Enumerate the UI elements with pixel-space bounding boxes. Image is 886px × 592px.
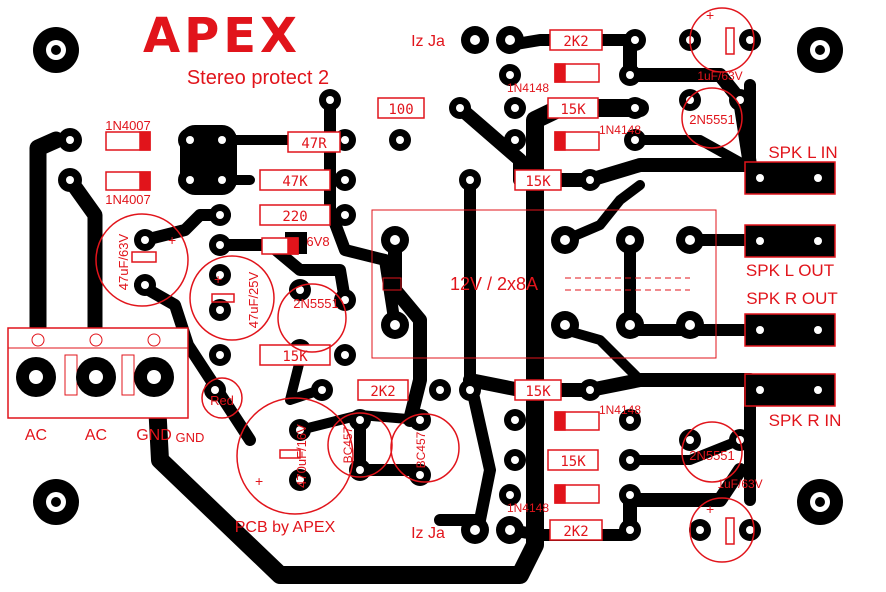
terminal-gnd-mirror: GND <box>176 430 205 445</box>
speaker-connectors <box>744 161 836 407</box>
part-label-q4: BC457 <box>341 426 355 463</box>
part-label-c3: 470uF/16V <box>294 424 309 488</box>
part-label-c1: 47uF/63V <box>116 233 131 290</box>
relay-label: 12V / 2x8A <box>450 274 538 294</box>
part-label-d1: 1N4007 <box>105 118 151 133</box>
terminal-gnd: GND <box>136 427 172 444</box>
spk-r-out: SPK R OUT <box>746 289 838 308</box>
part-label-q5: BC457 <box>414 431 428 468</box>
mounting-holes <box>33 27 843 525</box>
part-label-r220: 220 <box>282 209 307 225</box>
spk-l-in: SPK L IN <box>768 143 837 162</box>
part-label-r15k_c: 15K <box>525 384 551 400</box>
part-label-d2: 1N4007 <box>105 192 151 207</box>
mirror-bot-label: Iz Ja <box>411 525 445 542</box>
part-label-q2: 2N5551 <box>689 112 735 127</box>
part-label-d4148_d: 1N4148 <box>507 501 549 515</box>
part-label-c2: 47uF/25V <box>246 271 261 328</box>
resistors <box>259 29 603 541</box>
part-label-r15k_b: 15K <box>525 174 551 190</box>
part-label-r2k2b: 2K2 <box>370 384 395 400</box>
labels: Stereo protect 2 PCB by APEX 12V / 2x8A … <box>25 33 841 542</box>
spk-r-in: SPK R IN <box>769 411 842 430</box>
mirror-top-label: Iz Ja <box>411 33 445 50</box>
svg-text:+: + <box>214 271 222 287</box>
part-label-logo: APEX <box>143 8 301 64</box>
part-label-r2k2c: 2K2 <box>563 524 588 540</box>
diodes <box>105 63 600 504</box>
apex-logo: APEX <box>143 8 301 64</box>
part-label-r15k_left: 15K <box>282 349 308 365</box>
part-label-r47k: 47K <box>282 174 308 190</box>
part-label-r15k_a: 15K <box>560 102 586 118</box>
svg-text:+: + <box>168 232 176 248</box>
svg-text:+: + <box>706 7 714 23</box>
part-label-r2k2a: 2K2 <box>563 34 588 50</box>
svg-text:+: + <box>255 473 263 489</box>
component-outlines <box>95 7 755 563</box>
spk-l-out: SPK L OUT <box>746 261 834 280</box>
polarity-marks: + + + + + <box>168 7 714 517</box>
part-label-zener: 6V8 <box>306 234 329 249</box>
pcb-label: PCB by APEX <box>235 519 336 536</box>
part-label-r100: 100 <box>388 102 413 118</box>
part-label-c5: 1uF/63V <box>717 477 762 491</box>
screw-terminal <box>7 327 189 419</box>
terminal-ac-left: AC <box>25 427 47 444</box>
part-label-r15k_d: 15K <box>560 454 586 470</box>
part-label-led: Red <box>210 393 234 408</box>
part-label-d4148_b: 1N4148 <box>599 123 641 137</box>
part-label-c4: 1uF/63V <box>697 69 742 83</box>
svg-text:+: + <box>706 501 714 517</box>
part-label-q1: 2N5551 <box>293 296 339 311</box>
terminal-ac-mid: AC <box>85 427 107 444</box>
part-label-d4148_a: 1N4148 <box>507 81 549 95</box>
part-label-q3: 2N5551 <box>689 448 735 463</box>
relay-outline <box>371 209 717 359</box>
part-label-r47: 47R <box>301 136 327 152</box>
part-label-d4148_c: 1N4148 <box>599 403 641 417</box>
board-subtitle: Stereo protect 2 <box>187 67 329 89</box>
